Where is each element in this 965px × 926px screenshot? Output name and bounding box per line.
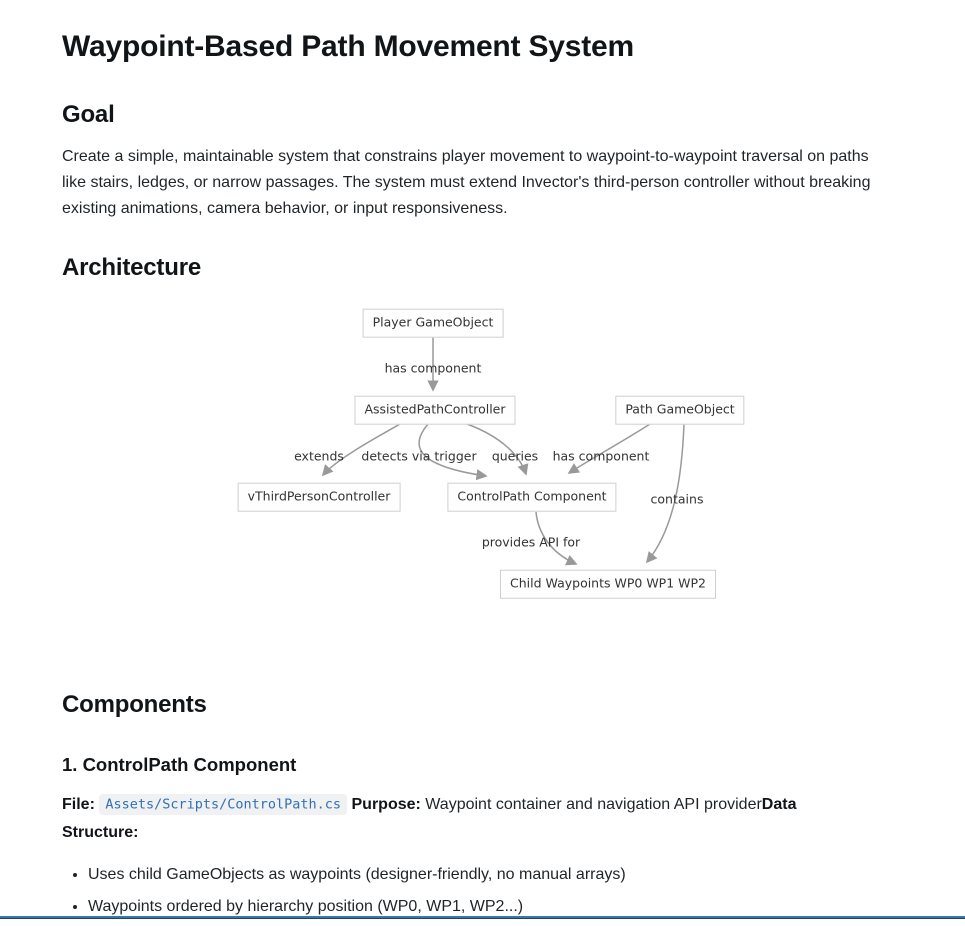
goal-paragraph: Create a simple, maintainable system tha… [62,148,871,218]
controlpath-component-heading: 1. ControlPath Component [62,753,297,775]
purpose-label: Purpose: [351,795,421,813]
edge-label-queries: queries [491,448,539,464]
edge-label-has-component-player: has component [384,360,482,376]
goal-heading: Goal [62,100,115,128]
edge-label-contains: contains [650,491,704,507]
edge-label-has-component-path: has component [552,448,650,464]
edge-label-detects-via-trigger: detects via trigger [361,448,477,464]
page-title: Waypoint-Based Path Movement System [62,30,635,63]
file-path-link[interactable]: Assets/Scripts/ControlPath.cs [99,794,348,816]
data-structure-label: Data Structure: [62,795,797,841]
edge-cpc-to-waypoints [535,512,578,566]
edge-pathgo-to-waypoints [645,424,685,564]
edge-apc-to-vtpc [321,423,401,477]
architecture-heading: Architecture [62,254,201,282]
file-purpose-line: File: Assets/Scripts/ControlPath.cs Purp… [62,791,862,846]
edge-pathgo-to-cpc [567,423,651,475]
edge-apc-to-cpc-queries [466,423,529,476]
edge-apc-to-cpc-detects [418,423,488,481]
file-label: File: [62,795,95,813]
edge-label-extends: extends [294,448,344,464]
diagram-node-path-gameobject: Path GameObject [615,395,745,425]
diagram-node-assistedpathcontroller: AssistedPathController [354,395,516,425]
diagram-node-controlpath-component: ControlPath Component [447,482,617,512]
diagram-edges [321,337,685,566]
architecture-diagram: Player GameObject AssistedPathController… [62,308,922,599]
diagram-node-player-gameobject: Player GameObject [362,308,504,338]
purpose-text: Waypoint container and navigation API pr… [420,795,762,813]
diagram-node-vthirdpersoncontroller: vThirdPersonController [237,482,401,512]
diagram-node-child-waypoints: Child Waypoints WP0 WP1 WP2 [500,569,716,599]
data-structure-list: Uses child GameObjects as waypoints (des… [62,862,920,919]
edge-label-provides-api-for: provides API for [481,534,581,550]
window-bottom-border [0,915,965,919]
list-item: Uses child GameObjects as waypoints (des… [88,862,920,887]
components-heading: Components [62,691,207,719]
